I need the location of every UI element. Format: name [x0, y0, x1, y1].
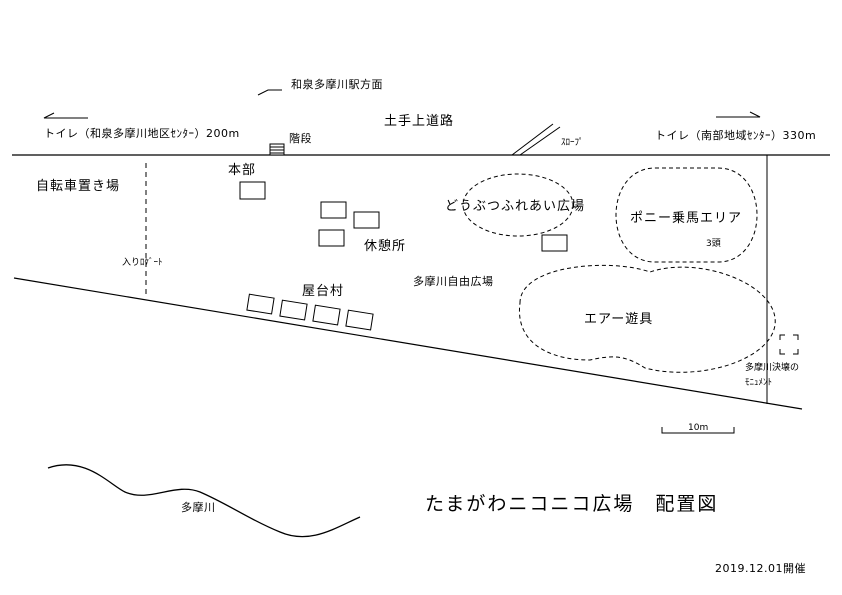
food-stall-tent — [279, 299, 308, 321]
toilet-west-arrow — [43, 112, 88, 119]
animal-petting-label: どうぶつふれあい広場 — [445, 199, 586, 214]
food-stalls-label: 屋台村 — [302, 284, 345, 299]
river-label: 多摩川 — [181, 501, 216, 514]
rest-area-label: 休憩所 — [364, 239, 407, 254]
animal-area-tent — [541, 234, 568, 252]
bicycle-parking-label: 自転車置き場 — [36, 179, 121, 194]
headquarters-tent — [239, 181, 266, 200]
field-lower-boundary — [13, 277, 803, 410]
slope-line-left — [511, 123, 554, 156]
toilet-south-arrow — [716, 111, 761, 118]
pony-ride-zone — [615, 167, 758, 263]
station-direction-arrow — [257, 89, 282, 96]
rest-area-tent — [320, 201, 347, 219]
food-stall-tent — [246, 293, 275, 315]
scale-bar — [661, 427, 735, 434]
air-play-zone — [518, 264, 776, 373]
stairs-label: 階段 — [289, 132, 312, 145]
food-stall-tent — [312, 304, 341, 326]
entrance-gate-label: 入りﾛｹﾞｰﾄ — [122, 258, 163, 268]
toilet-west-label: トイレ（和泉多摩川地区ｾﾝﾀｰ）200m — [44, 127, 240, 140]
animal-petting-zone — [462, 173, 574, 237]
map-title: たまがわニコニコ広場 配置図 — [425, 493, 719, 515]
headquarters-label: 本部 — [228, 163, 257, 178]
station-direction-label: 和泉多摩川駅方面 — [291, 78, 383, 91]
monument-icon — [779, 334, 799, 355]
air-play-label: エアー遊具 — [584, 312, 654, 327]
embankment-road-label: 土手上道路 — [384, 114, 455, 129]
food-stall-tent — [345, 309, 374, 331]
rest-area-tent — [353, 211, 380, 229]
slope-label: ｽﾛｰﾌﾟ — [561, 138, 584, 148]
stairs-icon — [269, 143, 285, 156]
event-date: 2019.12.01開催 — [715, 562, 806, 575]
free-plaza-label: 多摩川自由広場 — [413, 275, 494, 288]
scale-label: 10m — [688, 423, 709, 433]
pony-count-label: 3頭 — [706, 239, 721, 249]
river-line — [47, 464, 361, 538]
toilet-south-label: トイレ（南部地域ｾﾝﾀｰ）330m — [655, 129, 817, 142]
rest-area-tent — [318, 229, 345, 247]
monument-label: 多摩川決壊の ﾓﾆｭﾒﾝﾄ — [745, 363, 800, 388]
slope-line-right — [519, 126, 561, 156]
pony-ride-label: ポニー乗馬エリア — [630, 211, 743, 226]
